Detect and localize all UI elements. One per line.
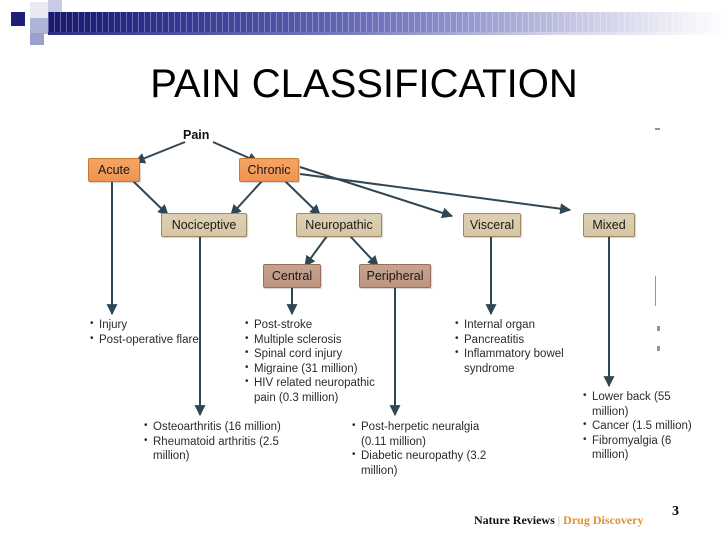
figure-edge-artifact xyxy=(657,346,660,351)
list-item: HIV related neuropathic pain (0.3 millio… xyxy=(245,375,385,405)
header-square-mid xyxy=(30,18,48,34)
diagram-node-chronic[interactable]: Chronic xyxy=(239,158,299,182)
journal-name: Nature Reviews xyxy=(474,513,555,527)
list-item: Diabetic neuropathy (3.2 million) xyxy=(352,448,492,478)
slide-header-band xyxy=(0,0,728,46)
list-item: Rheumatoid arthritis (2.5 million) xyxy=(144,434,284,464)
diagram-node-pain: Pain xyxy=(183,128,210,142)
central-examples-list: Post-stroke Multiple sclerosis Spinal co… xyxy=(245,317,385,405)
list-item: Post-stroke xyxy=(245,317,385,333)
diagram-node-mixed[interactable]: Mixed xyxy=(583,213,635,237)
figure-edge-rule xyxy=(655,276,656,306)
diagram-node-central[interactable]: Central xyxy=(263,264,321,288)
list-item: Injury xyxy=(90,317,200,333)
diagram-node-visceral[interactable]: Visceral xyxy=(463,213,521,237)
nociceptive-examples-list: Osteoarthritis (16 million) Rheumatoid a… xyxy=(144,419,284,464)
list-item: Multiple sclerosis xyxy=(245,332,385,348)
credit-separator: | xyxy=(557,513,561,527)
list-item: Lower back (55 million) xyxy=(583,389,693,419)
page-number: 3 xyxy=(672,504,679,519)
journal-credit: Nature Reviews|Drug Discovery xyxy=(474,513,644,528)
journal-section: Drug Discovery xyxy=(563,513,644,527)
header-gradient-bar xyxy=(48,12,728,32)
visceral-examples-list: Internal organ Pancreatitis Inflammatory… xyxy=(455,317,570,376)
list-item: Fibromyalgia (6 million) xyxy=(583,433,693,463)
diagram-node-neuropathic[interactable]: Neuropathic xyxy=(296,213,382,237)
header-square-dark xyxy=(11,12,25,26)
header-bar-ticks xyxy=(48,12,728,32)
list-item: Pancreatitis xyxy=(455,332,570,348)
list-item: Post-operative flare xyxy=(90,332,200,348)
figure-edge-artifact xyxy=(655,128,660,130)
header-square-pale xyxy=(30,2,48,22)
list-item: Osteoarthritis (16 million) xyxy=(144,419,284,435)
header-square-low xyxy=(30,33,44,45)
list-item: Inflammatory bowel syndrome xyxy=(455,346,570,376)
peripheral-examples-list: Post-herpetic neuralgia (0.11 million) D… xyxy=(352,419,492,478)
diagram-node-acute[interactable]: Acute xyxy=(88,158,140,182)
page-title: PAIN CLASSIFICATION xyxy=(150,62,578,106)
list-item: Post-herpetic neuralgia (0.11 million) xyxy=(352,419,492,449)
header-square-tiny xyxy=(48,0,62,12)
diagram-node-nociceptive[interactable]: Nociceptive xyxy=(161,213,247,237)
diagram-node-peripheral[interactable]: Peripheral xyxy=(359,264,431,288)
pain-classification-diagram: Pain Acute Chronic Nociceptive Neuropath… xyxy=(0,118,728,508)
list-item: Migraine (31 million) xyxy=(245,361,385,377)
figure-edge-artifact xyxy=(657,326,660,331)
list-item: Internal organ xyxy=(455,317,570,333)
list-item: Cancer (1.5 million) xyxy=(583,418,693,434)
mixed-examples-list: Lower back (55 million) Cancer (1.5 mill… xyxy=(583,389,693,463)
header-underline xyxy=(48,32,728,35)
acute-examples-list: Injury Post-operative flare xyxy=(90,317,200,348)
list-item: Spinal cord injury xyxy=(245,346,385,362)
